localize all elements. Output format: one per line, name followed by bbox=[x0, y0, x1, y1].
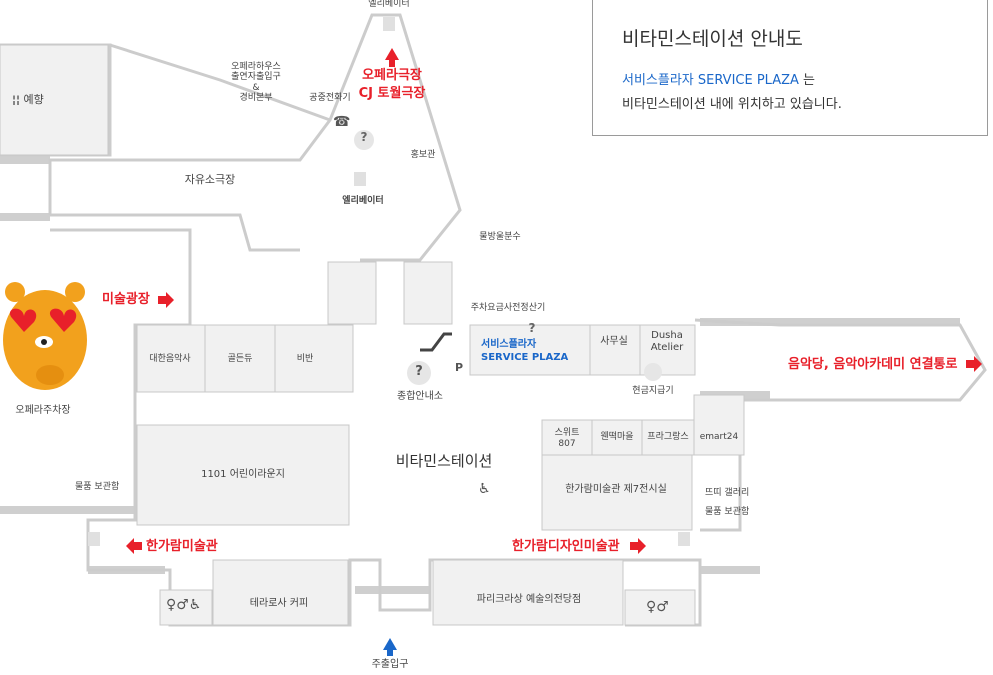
arrow-right-art-plaza-icon bbox=[158, 292, 174, 308]
label-kids-lounge: 1101 어린이라운지 bbox=[201, 469, 285, 480]
elevator-icon-right bbox=[678, 532, 690, 546]
atm-icon bbox=[644, 363, 662, 381]
label-main-entrance[interactable]: 주출입구 bbox=[371, 659, 409, 670]
label-hangaram-design[interactable]: 한가람디자인미술관 bbox=[512, 539, 620, 554]
label-hangaram-art[interactable]: 한가람미술관 bbox=[146, 539, 218, 554]
arrow-up-opera-icon bbox=[385, 48, 399, 67]
label-vitamin-station: 비타민스테이션 bbox=[395, 452, 493, 470]
label-opera-house-entrance: 오페라하우스 출연자출입구 & 경비본부 bbox=[231, 62, 281, 104]
restroom-icon-right: ♀♂ bbox=[646, 599, 669, 615]
label-parking-payment: 주차요금사전정산기 bbox=[470, 303, 546, 313]
label-dusha-atelier: Dusha Atelier bbox=[650, 330, 684, 353]
label-paris-croissant: 파리크라상 예술의전당점 bbox=[476, 594, 582, 605]
escalator-icon bbox=[420, 332, 452, 352]
label-art-plaza[interactable]: 미술광장 bbox=[102, 292, 150, 307]
label-biban: 비반 bbox=[296, 354, 314, 364]
arrow-right-design-icon bbox=[630, 538, 646, 554]
info-icon-top bbox=[354, 130, 374, 150]
label-jayuso-theater: 자유소극장 bbox=[184, 173, 236, 186]
red-arrows bbox=[126, 48, 982, 554]
info-line1-suffix: 는 bbox=[798, 73, 815, 88]
info-line1: 서비스플라자 SERVICE PLAZA 는 bbox=[622, 69, 815, 88]
label-atm: 현금지급기 bbox=[632, 386, 674, 396]
info-box: 비타민스테이션 안내도 서비스플라자 SERVICE PLAZA 는 비타민스테… bbox=[592, 0, 988, 136]
mascot-character bbox=[3, 282, 87, 390]
phone-icon: ☎ bbox=[333, 114, 351, 130]
arrow-up-entrance-icon bbox=[383, 638, 397, 656]
arrow-right-concert-icon bbox=[966, 356, 982, 372]
label-elevator-mid: 엘리베이터 bbox=[342, 196, 384, 206]
label-ttomi-gallery: 뜨띠 갤러리 bbox=[705, 488, 750, 498]
info-line2: 비타민스테이션 내에 위치하고 있습니다. bbox=[622, 97, 842, 112]
label-public-phone: 공중전화기 bbox=[309, 93, 351, 103]
elevator-icon-mid bbox=[354, 172, 366, 186]
label-q-top: ? bbox=[360, 130, 368, 144]
elevator-icon-left bbox=[88, 532, 100, 546]
label-p-sign: P bbox=[455, 361, 464, 374]
elevator-icon-top bbox=[383, 17, 395, 31]
info-icon-center bbox=[407, 361, 431, 385]
plaza-name: 서비스플라자 SERVICE PLAZA bbox=[622, 73, 799, 88]
label-terarosa: 테라로사 커피 bbox=[249, 598, 309, 609]
label-cj-theater[interactable]: CJ 토월극장 bbox=[358, 86, 426, 101]
label-concert-link[interactable]: 음악당, 음악아카데미 연결통로 bbox=[788, 357, 958, 372]
label-pr-hall: 홍보관 bbox=[410, 150, 436, 160]
arrow-left-hangaram-icon bbox=[126, 538, 142, 554]
label-office: 사무실 bbox=[600, 336, 628, 347]
label-hangaram-gallery7: 한가람미술관 제7전시실 bbox=[565, 484, 667, 495]
label-yehyang: ¦¦ 예향 bbox=[12, 93, 44, 106]
accessibility-icon: ♿ bbox=[478, 481, 491, 497]
label-locker-right: 물품 보관함 bbox=[705, 507, 750, 517]
label-opera-theater[interactable]: 오페라극장 bbox=[362, 68, 422, 83]
label-service-plaza-en[interactable]: SERVICE PLAZA bbox=[481, 352, 569, 363]
label-emart24: emart24 bbox=[699, 432, 739, 442]
label-goldenew: 골든듀 bbox=[227, 354, 253, 364]
label-fountain: 물방울분수 bbox=[479, 232, 521, 242]
label-elevator-top: 엘리베이터 bbox=[368, 0, 410, 9]
info-title: 비타민스테이션 안내도 bbox=[622, 28, 803, 50]
label-service-plaza-ko[interactable]: 서비스플라자 bbox=[481, 339, 537, 350]
label-info-center: 종합안내소 bbox=[397, 391, 443, 402]
label-suite807: 스위트 807 bbox=[554, 428, 580, 449]
label-hwantteok: 웬떡마을 bbox=[600, 432, 634, 442]
label-opera-parking: 오페라주차장 bbox=[15, 405, 71, 416]
restroom-icon-left: ♀♂♿ bbox=[166, 597, 202, 613]
label-fragrance: 프라그랑스 bbox=[647, 432, 689, 442]
label-q-center: ? bbox=[415, 364, 423, 379]
rooms bbox=[0, 44, 745, 626]
service-icons bbox=[88, 17, 690, 546]
label-daehan-music: 대한음악사 bbox=[149, 354, 191, 364]
label-locker-left: 물품 보관함 bbox=[75, 482, 120, 492]
label-q-service: ? bbox=[528, 321, 536, 335]
